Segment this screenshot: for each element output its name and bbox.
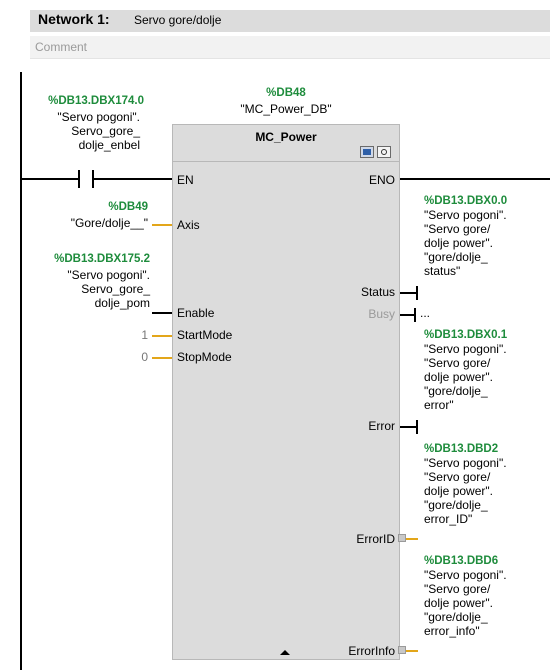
error-wire bbox=[400, 426, 418, 428]
error-operand-2[interactable]: "Servo gore/ bbox=[424, 356, 491, 370]
pin-startmode: StartMode bbox=[177, 328, 233, 342]
status-operand-4[interactable]: "gore/dolje_ bbox=[424, 250, 488, 264]
errorid-operand-5[interactable]: error_ID" bbox=[424, 512, 473, 526]
errorinfo-operand-3[interactable]: dolje power". bbox=[424, 596, 493, 610]
pin-error: Error bbox=[368, 419, 395, 433]
stopmode-value[interactable]: 0 bbox=[141, 350, 148, 364]
error-address[interactable]: %DB13.DBX0.1 bbox=[424, 329, 508, 341]
enable-operand-3[interactable]: dolje_pom bbox=[94, 296, 150, 310]
rung-wire-en bbox=[94, 178, 172, 180]
errorid-operand-3[interactable]: dolje power". bbox=[424, 484, 493, 498]
errorinfo-operand-4[interactable]: "gore/dolje_ bbox=[424, 610, 488, 624]
pin-en: EN bbox=[177, 173, 194, 187]
comment-field[interactable] bbox=[30, 36, 550, 59]
power-rail bbox=[20, 72, 22, 670]
error-operand-4[interactable]: "gore/dolje_ bbox=[424, 384, 488, 398]
pin-status: Status bbox=[360, 285, 395, 299]
rung-wire-eno bbox=[400, 178, 550, 180]
pin-errorid: ErrorID bbox=[356, 532, 395, 546]
contact-right-bar bbox=[92, 170, 94, 188]
status-wire bbox=[400, 292, 418, 294]
stopmode-wire bbox=[152, 357, 172, 359]
errorinfo-operand-5[interactable]: error_info" bbox=[424, 624, 480, 638]
instance-db-name[interactable]: "MC_Power_DB" bbox=[240, 102, 332, 116]
error-operand-3[interactable]: dolje power". bbox=[424, 370, 493, 384]
error-wire-tick bbox=[416, 420, 418, 434]
errorid-pin-marker bbox=[398, 534, 406, 542]
rung-wire bbox=[22, 178, 78, 180]
pin-busy: Busy bbox=[368, 307, 395, 321]
startmode-value[interactable]: 1 bbox=[141, 328, 148, 342]
mc-power-block[interactable] bbox=[172, 124, 400, 660]
axis-address[interactable]: %DB49 bbox=[108, 201, 148, 213]
block-header bbox=[172, 124, 400, 162]
errorinfo-wire bbox=[406, 650, 418, 652]
instance-db-address[interactable]: %DB48 bbox=[266, 87, 306, 99]
busy-wire bbox=[400, 314, 416, 316]
contact-operand-2[interactable]: Servo_gore_ bbox=[71, 124, 140, 138]
status-address[interactable]: %DB13.DBX0.0 bbox=[424, 195, 508, 207]
enable-address[interactable]: %DB13.DBX175.2 bbox=[54, 253, 150, 265]
enable-operand-1[interactable]: "Servo pogoni". bbox=[67, 268, 150, 282]
collapse-arrow-icon[interactable] bbox=[280, 650, 290, 655]
axis-wire bbox=[152, 224, 172, 226]
network-number: Network 1: bbox=[38, 11, 110, 27]
status-operand-3[interactable]: dolje power". bbox=[424, 236, 493, 250]
status-operand-5[interactable]: status" bbox=[424, 264, 461, 278]
enable-operand-2[interactable]: Servo_gore_ bbox=[81, 282, 150, 296]
error-operand-5[interactable]: error" bbox=[424, 398, 454, 412]
errorid-operand-1[interactable]: "Servo pogoni". bbox=[424, 456, 507, 470]
errorinfo-operand-2[interactable]: "Servo gore/ bbox=[424, 582, 491, 596]
pin-errorinfo: ErrorInfo bbox=[348, 644, 395, 658]
contact-operand-1[interactable]: "Servo pogoni". bbox=[57, 110, 140, 124]
contact-operand-3[interactable]: dolje_enbel bbox=[78, 138, 140, 152]
errorid-wire bbox=[406, 538, 418, 540]
status-operand-2[interactable]: "Servo gore/ bbox=[424, 222, 491, 236]
errorid-address[interactable]: %DB13.DBD2 bbox=[424, 443, 499, 455]
block-type: MC_Power bbox=[255, 130, 317, 144]
pin-stopmode: StopMode bbox=[177, 350, 232, 364]
error-operand-1[interactable]: "Servo pogoni". bbox=[424, 342, 507, 356]
contact-left-bar bbox=[78, 170, 80, 188]
busy-value[interactable]: ... bbox=[420, 306, 431, 320]
comment-placeholder: Comment bbox=[35, 40, 88, 54]
pin-eno: ENO bbox=[368, 173, 395, 187]
busy-wire-tick bbox=[414, 308, 416, 322]
errorinfo-address[interactable]: %DB13.DBD6 bbox=[424, 555, 499, 567]
pin-axis: Axis bbox=[177, 218, 200, 232]
status-operand-1[interactable]: "Servo pogoni". bbox=[424, 208, 507, 222]
enable-wire bbox=[152, 312, 172, 314]
status-wire-tick bbox=[416, 286, 418, 300]
diagnostics-icon[interactable] bbox=[377, 146, 391, 158]
errorid-operand-2[interactable]: "Servo gore/ bbox=[424, 470, 491, 484]
pin-enable: Enable bbox=[177, 306, 215, 320]
network-title-bar[interactable] bbox=[30, 10, 550, 32]
startmode-wire bbox=[152, 335, 172, 337]
errorid-operand-4[interactable]: "gore/dolje_ bbox=[424, 498, 488, 512]
library-icon bbox=[360, 146, 374, 158]
errorinfo-operand-1[interactable]: "Servo pogoni". bbox=[424, 568, 507, 582]
axis-operand[interactable]: "Gore/dolje__" bbox=[70, 216, 148, 230]
errorinfo-pin-marker bbox=[398, 646, 406, 654]
network-name[interactable]: Servo gore/dolje bbox=[134, 13, 222, 27]
contact-address[interactable]: %DB13.DBX174.0 bbox=[48, 95, 144, 107]
